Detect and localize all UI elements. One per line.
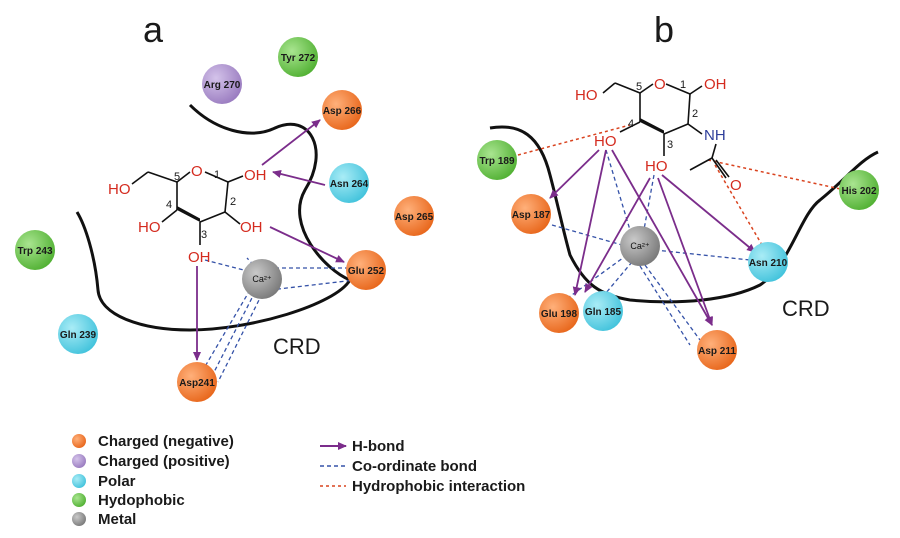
residue-gln185: Gln 185 <box>583 291 623 331</box>
svg-text:Gln 185: Gln 185 <box>585 307 622 318</box>
svg-text:His 202: His 202 <box>841 186 876 197</box>
b-ho-c4: HO <box>594 133 617 150</box>
residue-asp241: Asp241 <box>177 362 217 402</box>
b-ring-num-1: 1 <box>680 79 686 91</box>
legend-positive-swatch <box>72 454 86 468</box>
legend-coordinate-label: Co-ordinate bond <box>352 458 477 475</box>
legend-polar-label: Polar <box>98 473 136 490</box>
svg-text:Arg 270: Arg 270 <box>204 80 241 91</box>
residue-asn210: Asn 210 <box>748 242 788 282</box>
svg-text:Trp 189: Trp 189 <box>479 156 514 167</box>
residue-his202: His 202 <box>839 170 879 210</box>
a-ring-num-2: 2 <box>230 196 236 208</box>
legend-metal-swatch <box>72 512 86 526</box>
residue-asn264: Asn 264 <box>329 163 369 203</box>
a-ring-num-1: 1 <box>214 169 220 181</box>
residue-glu252: Glu 252 <box>346 250 386 290</box>
panel-b: b CRD <box>477 9 879 370</box>
svg-text:Asp 265: Asp 265 <box>395 212 434 223</box>
residue-asp265: Asp 265 <box>394 196 434 236</box>
b-ring-num-4: 4 <box>628 118 634 130</box>
svg-text:Ca²⁺: Ca²⁺ <box>630 241 650 251</box>
a-ring-num-5: 5 <box>174 171 180 183</box>
b-carbonyl-oxygen: O <box>730 177 742 194</box>
svg-text:Asn 210: Asn 210 <box>749 258 788 269</box>
b-ho-c3: HO <box>645 158 668 175</box>
panel-a-coordinate-bonds <box>199 257 356 383</box>
panel-a-crd-boundary <box>75 103 353 332</box>
residue-trp243: Trp 243 <box>15 230 55 270</box>
svg-text:Asp 187: Asp 187 <box>512 210 551 221</box>
svg-text:Gln 239: Gln 239 <box>60 330 97 341</box>
legend-positive-label: Charged (positive) <box>98 453 230 470</box>
legend-hbond: H-bond <box>320 438 404 455</box>
a-ring-num-4: 4 <box>166 199 172 211</box>
legend-metal: Metal <box>72 511 136 528</box>
residue-tyr272: Tyr 272 <box>278 37 318 77</box>
b-ho-c6: HO <box>575 87 598 104</box>
a-ho-c6: HO <box>108 181 131 198</box>
a-ring-num-3: 3 <box>201 229 207 241</box>
residue-glu198: Glu 198 <box>539 293 579 333</box>
panel-a: a CRD <box>15 9 434 402</box>
b-ring-oxygen: O <box>654 76 666 93</box>
residue-arg270: Arg 270 <box>202 64 242 104</box>
b-ring-num-5: 5 <box>636 81 642 93</box>
a-oh-c3: OH <box>188 249 211 266</box>
legend-hydrophobic-interaction-label: Hydrophobic interaction <box>352 478 525 495</box>
svg-text:Asp 266: Asp 266 <box>323 106 362 117</box>
svg-text:Asp241: Asp241 <box>179 378 215 389</box>
legend-hydrophobic-label: Hydophobic <box>98 492 185 509</box>
panel-b-galnac-molecule: O OH HO HO HO NH O 1 2 3 4 5 <box>575 76 742 194</box>
a-oh-c1: OH <box>244 167 267 184</box>
residue-asp211: Asp 211 <box>697 330 737 370</box>
panel-b-letter: b <box>654 9 674 50</box>
b-nh: NH <box>704 127 726 144</box>
svg-text:Glu 252: Glu 252 <box>348 266 385 277</box>
svg-text:Ca²⁺: Ca²⁺ <box>252 274 272 284</box>
b-ring-num-2: 2 <box>692 108 698 120</box>
a-ho-c4: HO <box>138 219 161 236</box>
b-oh-c1: OH <box>704 76 727 93</box>
svg-text:Asp 211: Asp 211 <box>698 346 736 357</box>
legend-hbond-label: H-bond <box>352 438 404 455</box>
legend-polar-swatch <box>72 474 86 488</box>
legend-polar: Polar <box>72 473 136 490</box>
legend-metal-label: Metal <box>98 511 136 528</box>
panel-a-crd-label: CRD <box>273 334 321 359</box>
panel-b-crd-boundary <box>489 125 879 304</box>
legend-negative-label: Charged (negative) <box>98 433 234 450</box>
residue-gln239: Gln 239 <box>58 314 98 354</box>
svg-text:Glu 198: Glu 198 <box>541 309 578 320</box>
panel-b-hydrophobic-interactions <box>517 124 846 251</box>
legend-coordinate: Co-ordinate bond <box>320 458 477 475</box>
legend: Charged (negative) Charged (positive) Po… <box>72 433 525 528</box>
legend-positive: Charged (positive) <box>72 453 230 470</box>
panel-a-glucose-molecule: O OH OH OH HO HO 1 2 3 4 5 <box>108 163 267 266</box>
svg-text:Tyr 272: Tyr 272 <box>281 53 316 64</box>
metal-ion-a: Ca²⁺ <box>242 259 282 299</box>
b-ring-num-3: 3 <box>667 139 673 151</box>
residue-trp189: Trp 189 <box>477 140 517 180</box>
legend-hydrophobic: Hydophobic <box>72 492 185 509</box>
a-ring-oxygen: O <box>191 163 203 180</box>
panel-a-letter: a <box>143 9 164 50</box>
svg-text:Trp 243: Trp 243 <box>17 246 52 257</box>
panel-a-hbonds <box>193 119 345 361</box>
panel-b-hbonds <box>549 149 756 326</box>
residue-asp266: Asp 266 <box>322 90 362 130</box>
legend-hydrophobic-interaction: Hydrophobic interaction <box>320 478 525 495</box>
legend-hydrophobic-swatch <box>72 493 86 507</box>
svg-text:Asn 264: Asn 264 <box>330 179 369 190</box>
metal-ion-b: Ca²⁺ <box>620 226 660 266</box>
panel-b-crd-label: CRD <box>782 296 830 321</box>
residue-asp187: Asp 187 <box>511 194 551 234</box>
legend-negative-swatch <box>72 434 86 448</box>
a-oh-c2: OH <box>240 219 263 236</box>
legend-negative: Charged (negative) <box>72 433 234 450</box>
